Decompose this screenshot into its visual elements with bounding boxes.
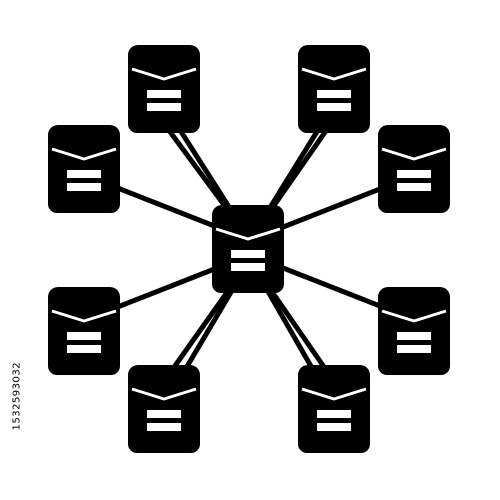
server-node-bottom-right	[296, 363, 372, 455]
server-node-lower-left	[46, 285, 122, 377]
server-node-bottom-left	[126, 363, 202, 455]
server-node-lower-right	[376, 285, 452, 377]
server-node-top-left	[126, 43, 202, 135]
server-node-top-right	[296, 43, 372, 135]
server-node-hub	[210, 203, 286, 295]
server-node-upper-left	[46, 123, 122, 215]
server-node-upper-right	[376, 123, 452, 215]
stock-id-text: 1532593032	[11, 361, 23, 431]
